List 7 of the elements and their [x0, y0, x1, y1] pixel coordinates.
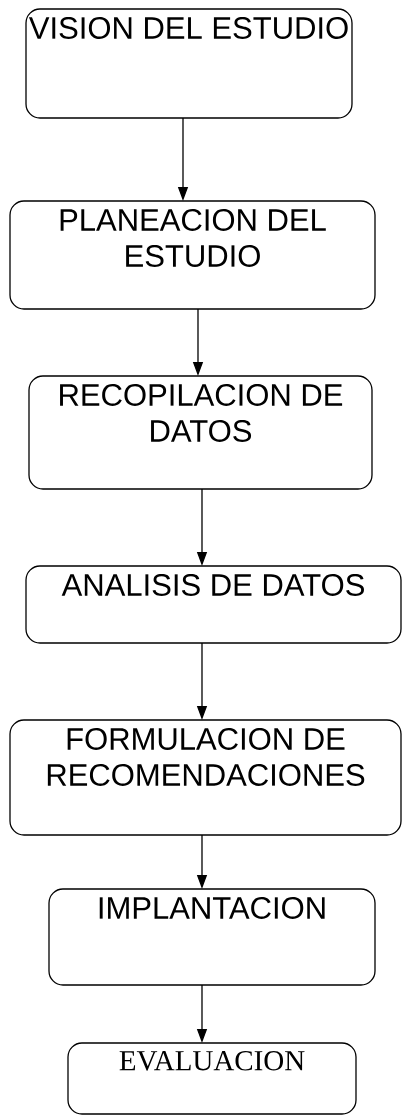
- process-box: RECOPILACION DE DATOS: [28, 375, 373, 490]
- process-box: ANALISIS DE DATOS: [25, 565, 402, 644]
- process-box: VISION DEL ESTUDIO: [25, 8, 353, 119]
- process-box: IMPLANTACION: [48, 888, 376, 986]
- process-box: FORMULACION DE RECOMENDACIONES: [9, 719, 402, 836]
- process-box: EVALUACION: [67, 1042, 357, 1115]
- process-box: PLANEACION DEL ESTUDIO: [9, 200, 376, 310]
